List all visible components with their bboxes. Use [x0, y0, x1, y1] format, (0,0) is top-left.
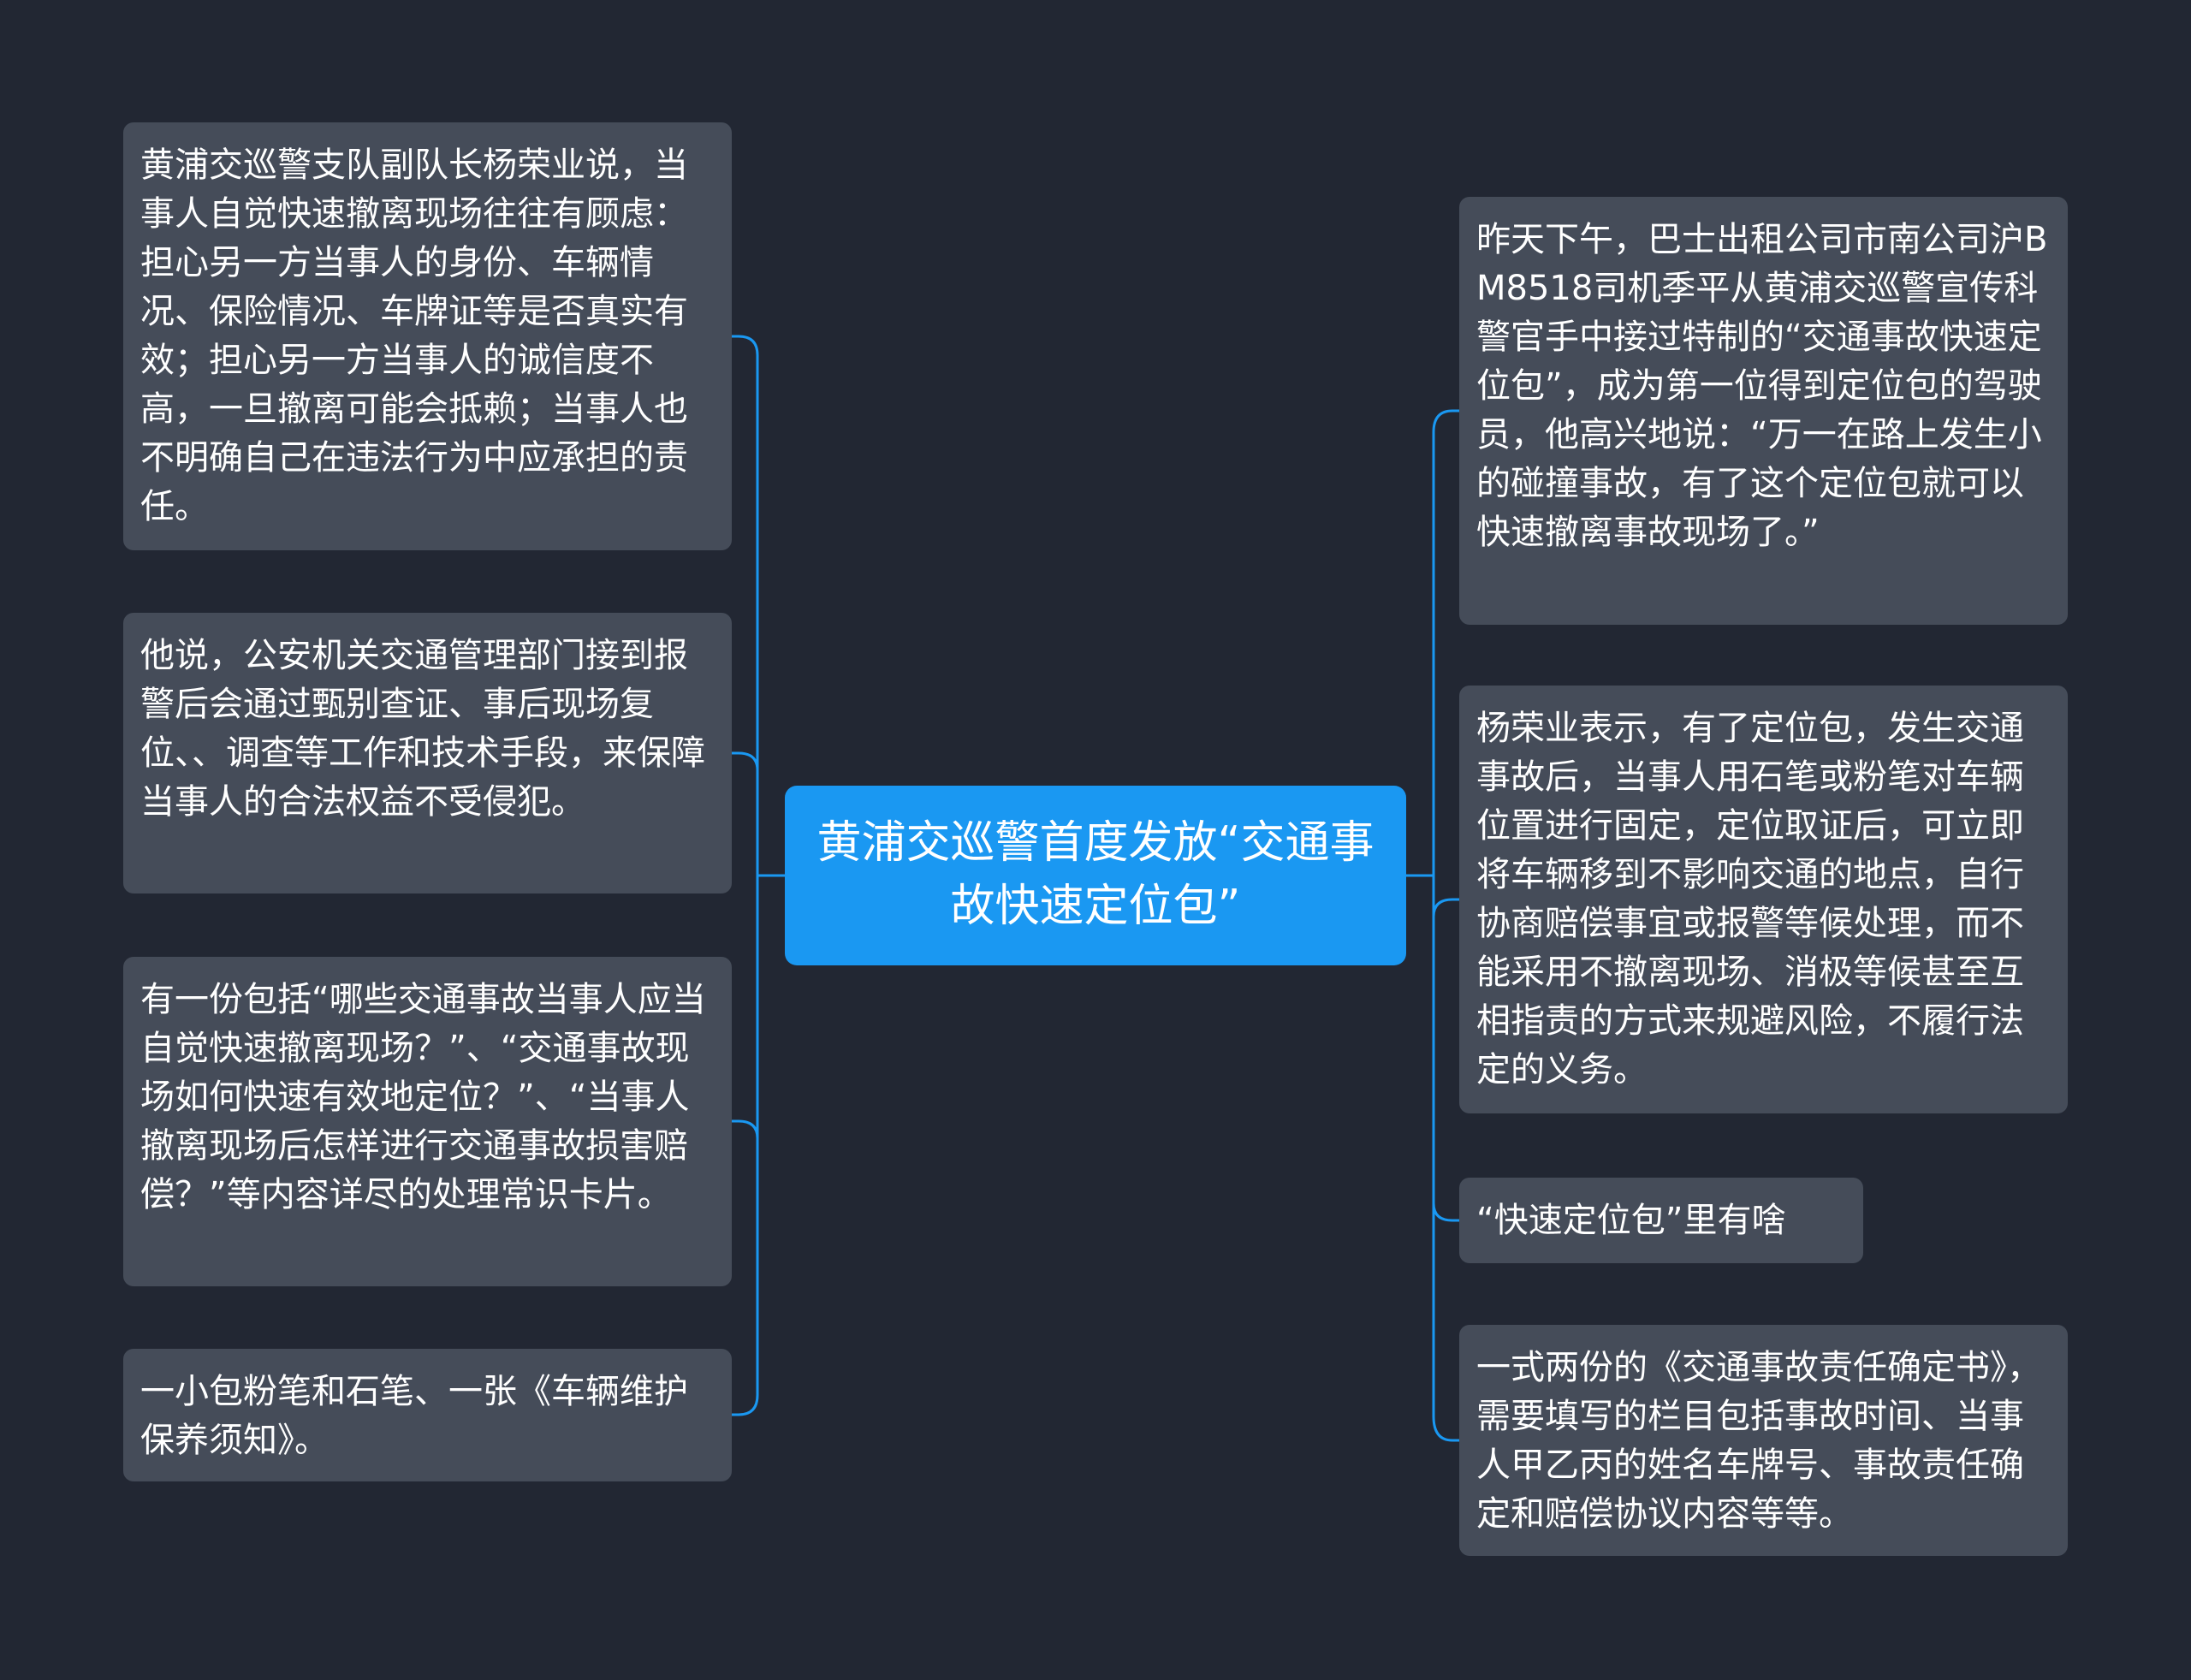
left-topic-1-text: 黄浦交巡警支队副队长杨荣业说，当事人自觉快速撤离现场往往有顾虑：担心另一方当事人… [140, 145, 688, 526]
central-topic[interactable]: 黄浦交巡警首度发放“交通事故快速定位包” [785, 786, 1406, 965]
right-topic-4[interactable]: 一式两份的《交通事故责任确定书》，需要填写的栏目包括事故时间、当事人甲乙丙的姓名… [1459, 1325, 2068, 1556]
right-topic-1-text: 昨天下午，巴士出租公司市南公司沪BM8518司机季平从黄浦交巡警宣传科警官手中接… [1476, 220, 2048, 552]
connector-left-4 [732, 1394, 759, 1416]
right-topic-4-text: 一式两份的《交通事故责任确定书》，需要填写的栏目包括事故时间、当事人甲乙丙的姓名… [1476, 1348, 2041, 1534]
left-topic-2[interactable]: 他说，公安机关交通管理部门接到报警后会通过甄别查证、事后现场复位、、调查等工作和… [123, 613, 732, 893]
connector-left-3 [732, 1119, 759, 1139]
connector-right-1 [1432, 409, 1459, 433]
right-topic-3-text: “快速定位包”里有啥 [1476, 1201, 1786, 1240]
right-topic-2-text: 杨荣业表示，有了定位包，发生交通事故后，当事人用石笔或粉笔对车辆位置进行固定，定… [1476, 709, 2024, 1089]
connector-right-3 [1432, 1202, 1459, 1222]
connector-right-4 [1432, 1416, 1459, 1442]
connector-left-1 [732, 335, 759, 356]
right-topic-1[interactable]: 昨天下午，巴士出租公司市南公司沪BM8518司机季平从黄浦交巡警宣传科警官手中接… [1459, 197, 2068, 625]
left-topic-3-text: 有一份包括“哪些交通事故当事人应当自觉快速撤离现场？”、“交通事故现场如何快速有… [140, 980, 706, 1214]
right-topic-3[interactable]: “快速定位包”里有啥 [1459, 1178, 1863, 1263]
connector-right-2 [1432, 898, 1459, 917]
central-topic-text: 黄浦交巡警首度发放“交通事故快速定位包” [816, 817, 1375, 932]
right-topic-2[interactable]: 杨荣业表示，有了定位包，发生交通事故后，当事人用石笔或粉笔对车辆位置进行固定，定… [1459, 686, 2068, 1113]
connector-left-2 [732, 751, 759, 771]
left-topic-4-text: 一小包粉笔和石笔、一张《车辆维护保养须知》。 [140, 1372, 688, 1460]
left-topic-1[interactable]: 黄浦交巡警支队副队长杨荣业说，当事人自觉快速撤离现场往往有顾虑：担心另一方当事人… [123, 122, 732, 550]
left-topic-3[interactable]: 有一份包括“哪些交通事故当事人应当自觉快速撤离现场？”、“交通事故现场如何快速有… [123, 957, 732, 1286]
left-topic-2-text: 他说，公安机关交通管理部门接到报警后会通过甄别查证、事后现场复位、、调查等工作和… [140, 636, 705, 822]
left-topic-4[interactable]: 一小包粉笔和石笔、一张《车辆维护保养须知》。 [123, 1349, 732, 1481]
